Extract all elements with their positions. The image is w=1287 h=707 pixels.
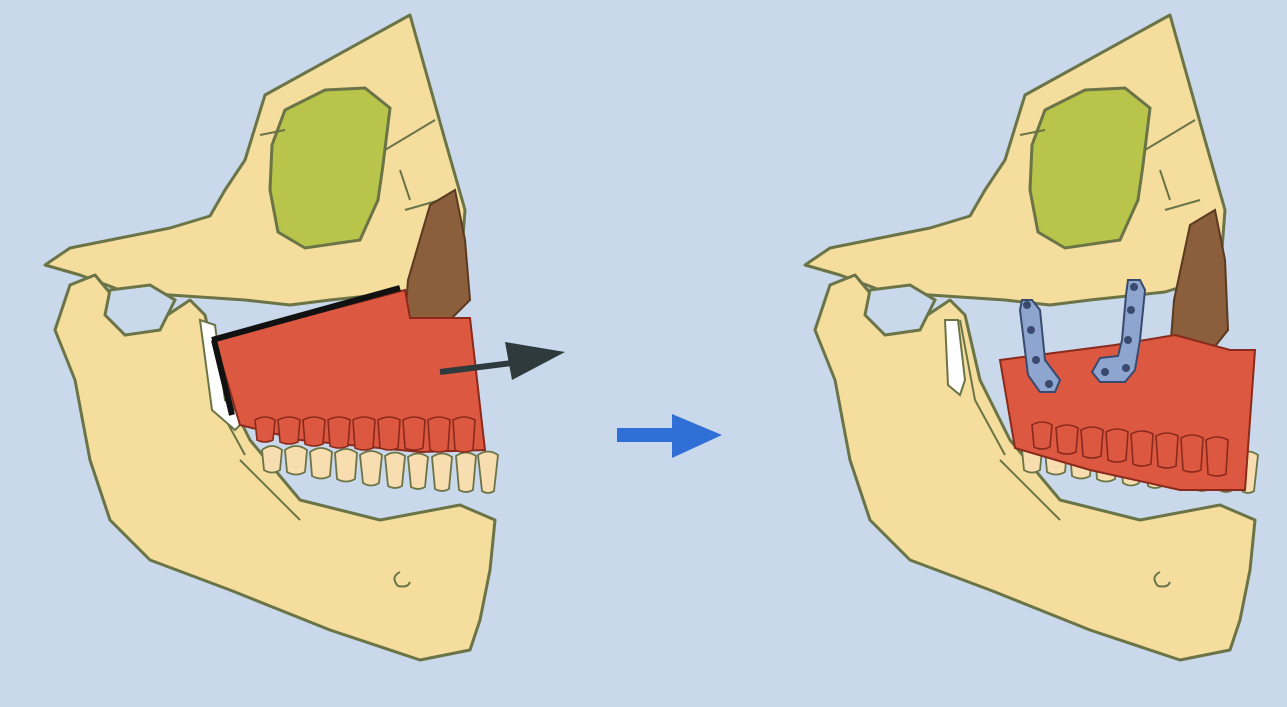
diagram-stage (0, 0, 1287, 707)
diagram-canvas (0, 0, 1287, 707)
